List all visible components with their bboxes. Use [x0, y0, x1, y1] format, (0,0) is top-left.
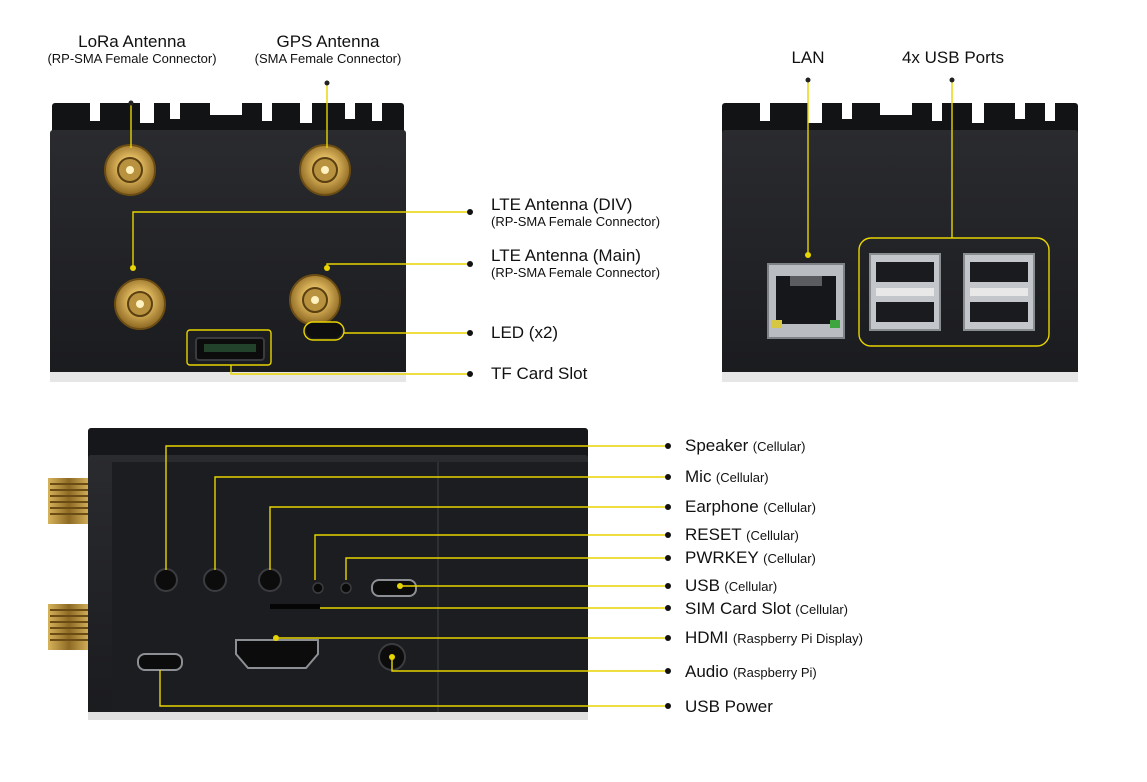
- lte-div-connector: [115, 279, 165, 329]
- lora-connector: [105, 145, 155, 195]
- label-audio: Audio (Raspberry Pi): [685, 662, 817, 682]
- gps-connector: [300, 145, 350, 195]
- device-side-face: [48, 428, 588, 720]
- label-lan: LAN: [791, 48, 824, 68]
- device-usb-face: [722, 103, 1078, 382]
- earphone-jack: [259, 569, 281, 591]
- label-earphone: Earphone (Cellular): [685, 497, 816, 517]
- label-led: LED (x2): [491, 323, 558, 343]
- lan-port: [768, 264, 844, 338]
- reset-hole: [313, 583, 323, 593]
- side-antenna-upper: [48, 478, 90, 524]
- led-window: [306, 322, 342, 338]
- label-gps-antenna: GPS Antenna (SMA Female Connector): [255, 32, 402, 66]
- label-lora-antenna: LoRa Antenna (RP-SMA Female Connector): [47, 32, 216, 66]
- callout-endpoints: [665, 443, 671, 709]
- label-usb-cellular: USB (Cellular): [685, 576, 777, 596]
- micro-usb-cellular: [372, 580, 416, 596]
- label-mic: Mic (Cellular): [685, 467, 769, 487]
- side-antenna-lower: [48, 604, 90, 650]
- label-lte-antenna-main: LTE Antenna (Main) (RP-SMA Female Connec…: [491, 246, 660, 280]
- label-lte-antenna-div: LTE Antenna (DIV) (RP-SMA Female Connect…: [491, 195, 660, 229]
- label-speaker: Speaker (Cellular): [685, 436, 806, 456]
- micro-usb-power: [138, 654, 182, 670]
- mic-jack: [204, 569, 226, 591]
- label-usb-ports: 4x USB Ports: [902, 48, 1004, 68]
- hdmi-port: [236, 640, 318, 668]
- sim-slot: [270, 604, 320, 609]
- pwrkey-hole: [341, 583, 351, 593]
- label-pwrkey: PWRKEY (Cellular): [685, 548, 816, 568]
- speaker-jack: [155, 569, 177, 591]
- lte-main-connector: [290, 275, 340, 325]
- label-reset: RESET (Cellular): [685, 525, 799, 545]
- label-sim-card-slot: SIM Card Slot (Cellular): [685, 599, 848, 619]
- label-tf-card-slot: TF Card Slot: [491, 364, 587, 384]
- label-hdmi: HDMI (Raspberry Pi Display): [685, 628, 863, 648]
- label-usb-power: USB Power: [685, 697, 773, 717]
- device-antenna-face: [50, 103, 406, 382]
